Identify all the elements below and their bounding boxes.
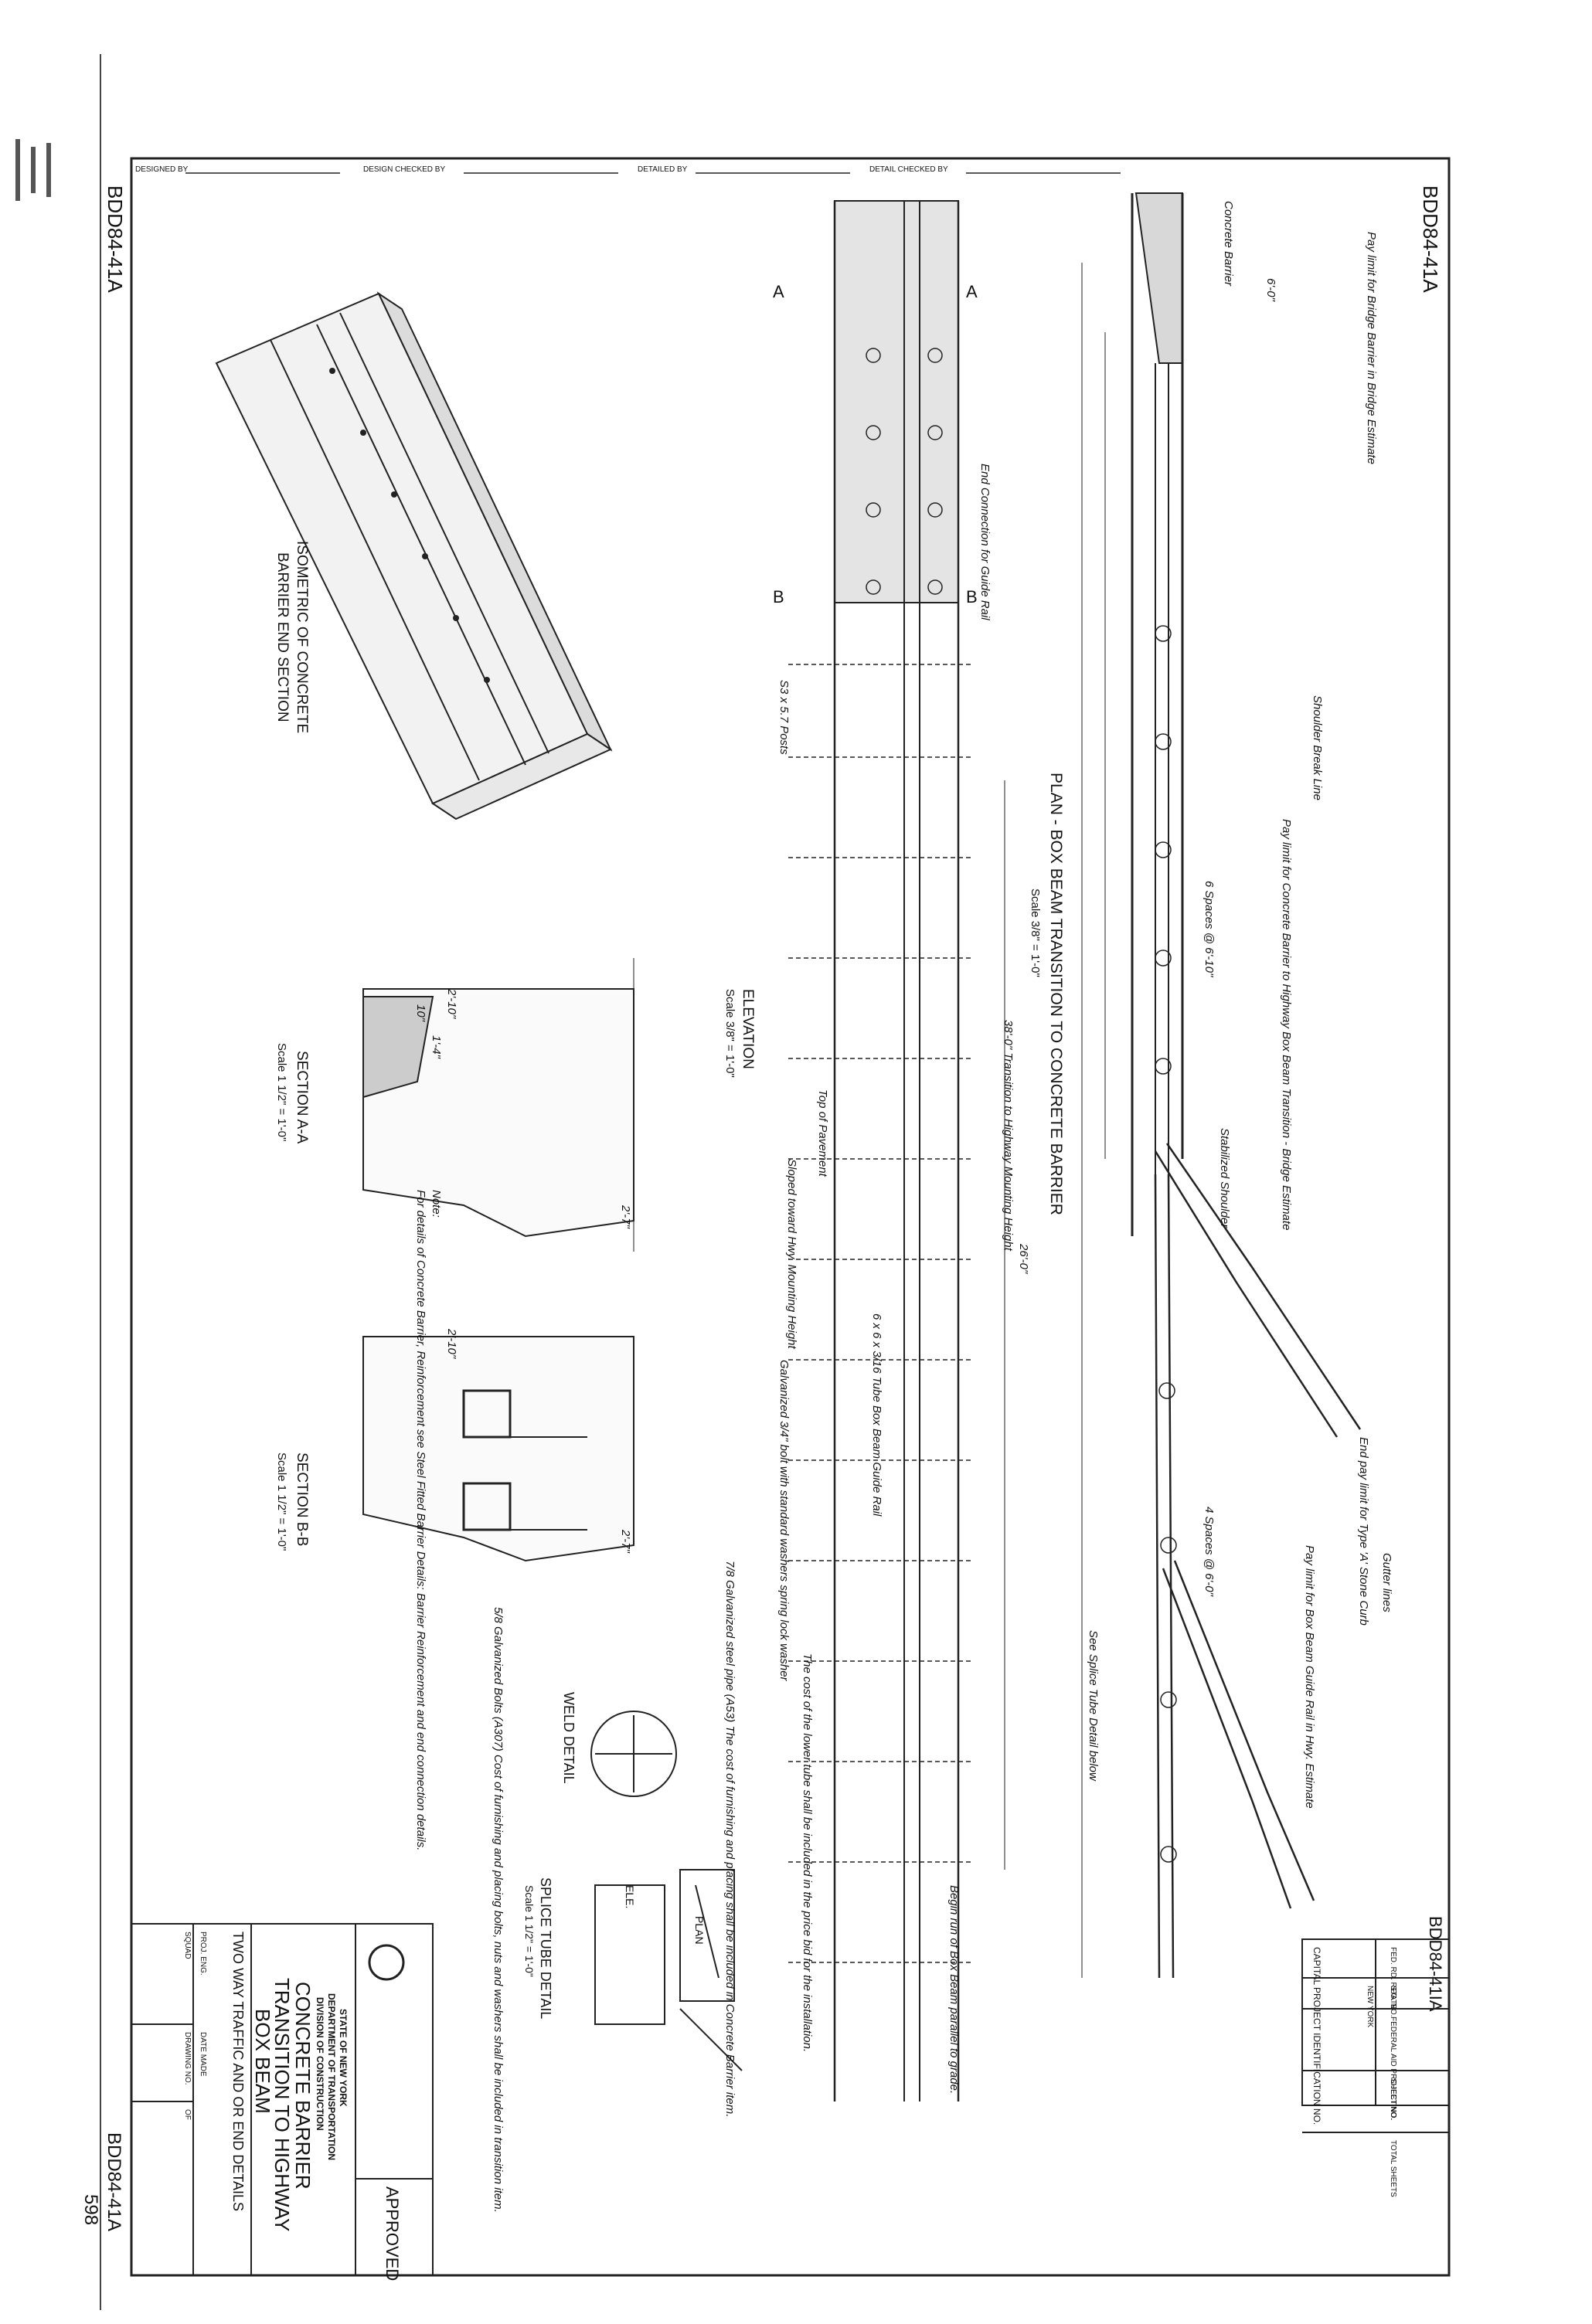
label-spaces-4: 4 Spaces @ 6'-0" — [1203, 1507, 1216, 1597]
project-federal-aid: FEDERAL AID PROJECT NO. — [1389, 2017, 1397, 2120]
state-line-2: DEPARTMENT OF TRANSPORTATION — [326, 1993, 337, 2160]
label-gutter-lines: Gutter lines — [1380, 1553, 1393, 1612]
section-bb-scale: Scale 1 1/2" = 1'-0" — [275, 1452, 288, 1551]
dim-2-7-bb: 2'-7" — [619, 1529, 632, 1554]
label-end-connection: End Connection for Guide Rail — [978, 464, 992, 620]
svg-text:A: A — [773, 282, 784, 301]
section-aa-drawing — [362, 958, 634, 1252]
approved-stamp: APPROVED — [383, 2186, 402, 2281]
label-pay-limit-concrete: Pay limit for Concrete Barrier to Highwa… — [1280, 819, 1293, 1230]
state-line-3: DIVISION OF CONSTRUCTION — [315, 1997, 325, 2131]
drawing-number-top-right: BDD84-41A — [1419, 185, 1442, 293]
drawing-no-label: DRAWING NO. — [183, 2032, 192, 2085]
drawing-number-variant: BDD84-41IA — [1426, 1916, 1445, 2012]
plan-scale: Scale 3/8" = 1'-0" — [1029, 888, 1042, 977]
title-subtitle: TWO WAY TRAFFIC AND OR END DETAILS — [230, 1932, 246, 2211]
plan-view — [1081, 192, 1362, 1979]
elevation-title: ELEVATION — [740, 989, 756, 1069]
of-label: OF — [183, 2109, 192, 2120]
detailed-by-label: DETAILED BY — [638, 165, 688, 174]
label-see-splice-tube: See Splice Tube Detail below — [1087, 1630, 1100, 1782]
header-fields: DESIGNED BY DESIGN CHECKED BY DETAILED B… — [135, 165, 1121, 174]
detail-checked-by-label: DETAIL CHECKED BY — [869, 165, 948, 174]
dim-2-7-aa: 2'-7" — [619, 1204, 632, 1229]
splice-plan-label: PLAN — [693, 1916, 706, 1945]
label-transition: 38'-0" Transition to Highway Mounting He… — [1002, 1020, 1015, 1252]
squad-label: SQUAD — [183, 1932, 192, 1959]
section-aa-scale: Scale 1 1/2" = 1'-0" — [275, 1043, 288, 1141]
splice-elev-label: ELE. — [624, 1885, 636, 1908]
isometric-title-line1: ISOMETRIC OF CONCRETE — [294, 541, 310, 733]
scan-marks — [15, 139, 51, 201]
label-guide-rail-6x6: 6 x 6 x 3/16 Tube Box Beam Guide Rail — [870, 1313, 883, 1517]
label-galv-bolts: 5/8 Galvanized Bolts (A307) Cost of furn… — [492, 1607, 505, 2213]
splice-tube-drawing — [594, 1869, 743, 2071]
label-pay-limit-box: Pay limit for Box Beam Guide Rail in Hwy… — [1303, 1545, 1316, 1809]
date-made-label: DATE MADE — [199, 2032, 207, 2077]
label-top-pavement: Top of Pavement — [816, 1089, 829, 1177]
label-end-pay-limit: End pay limit for Type 'A' Stone Curb — [1357, 1437, 1370, 1626]
svg-text:A: A — [966, 282, 978, 301]
plan-title: PLAN - BOX BEAM TRANSITION TO CONCRETE B… — [1047, 773, 1065, 1215]
splice-tube-scale: Scale 1 1/2" = 1'-0" — [523, 1885, 536, 1977]
section-aa-title: SECTION A-A — [294, 1051, 310, 1144]
label-begin-run: Begin run of Box Beam parallel to grade. — [947, 1885, 961, 2094]
label-spaces-6: 6 Spaces @ 6'-10" — [1203, 881, 1216, 977]
label-sloped-toward: Sloped toward Hwy. Mounting Height — [785, 1159, 798, 1350]
proj-eng-label: PROJ. ENG. — [199, 1932, 207, 1976]
svg-text:B: B — [966, 587, 978, 606]
label-the-cost: The cost of the lower tube shall be incl… — [801, 1653, 814, 2052]
state-line-1: STATE OF NEW YORK — [338, 2009, 349, 2107]
dim-6-0: 6'-0" — [1264, 278, 1277, 302]
section-bb-drawing — [362, 1336, 634, 1562]
label-stabilized-shoulder: Stabilized Shoulder — [1218, 1128, 1231, 1228]
elevation-view: A B A B — [773, 200, 1005, 2101]
elevation-scale: Scale 3/8" = 1'-0" — [723, 989, 736, 1078]
designed-by-label: DESIGNED BY — [135, 165, 189, 174]
label-shoulder-break: Shoulder Break Line — [1311, 695, 1324, 800]
splice-tube-title: SPLICE TUBE DETAIL — [538, 1877, 553, 2019]
dim-10: 10" — [414, 1004, 427, 1022]
label-pay-limit-bridge: Pay limit for Bridge Barrier in Bridge E… — [1365, 232, 1378, 464]
isometric-barrier-drawing — [215, 291, 613, 821]
drawing-number-bottom: BDD84-41A — [104, 2132, 124, 2231]
weld-detail-title: WELD DETAIL — [561, 1692, 577, 1784]
dim-26-0: 26'-0" — [1017, 1243, 1030, 1274]
title-line-1: CONCRETE BARRIER — [291, 1982, 315, 2190]
project-total-sheets: TOTAL SHEETS — [1389, 2140, 1397, 2197]
weld-detail-drawing — [590, 1711, 677, 1797]
label-s3-posts: S3 x 5.7 Posts — [777, 680, 791, 755]
project-capital-id: CAPITAL PROJECT IDENTIFICATION NO. — [1311, 1947, 1322, 2125]
dim-1-4: 1'-4" — [430, 1035, 443, 1059]
title-block — [131, 1923, 434, 2276]
label-galv-steel: 7/8 Galvanized steel pipe (A53) The cost… — [723, 1561, 736, 2117]
project-fed-rd: FED. RD. REG. NO. — [1389, 1947, 1397, 2017]
project-state: STATE — [1389, 1986, 1397, 2010]
sheet-border — [130, 157, 1451, 2277]
project-block — [1301, 1938, 1450, 2133]
svg-text:B: B — [773, 587, 784, 606]
project-state-value: NEW YORK — [1366, 1986, 1374, 2028]
label-concrete-barrier: Concrete Barrier — [1222, 201, 1235, 287]
dim-2-10-aa: 2'-10" — [445, 988, 458, 1019]
page-number: 598 — [80, 2194, 101, 2225]
title-line-3: BOX BEAM — [251, 2009, 274, 2114]
isometric-title-line2: BARRIER END SECTION — [274, 552, 291, 722]
dim-2-10-bb: 2'-10" — [445, 1328, 458, 1359]
label-spring-lock: Galvanized 3/4" bolt with standard washe… — [777, 1360, 791, 1682]
drawing-number-left: BDD84-41A — [104, 185, 127, 293]
title-line-2: TRANSITION TO HIGHWAY — [270, 1978, 294, 2231]
project-sheet-no: SHEET NO. — [1389, 2078, 1397, 2120]
section-bb-title: SECTION B-B — [294, 1452, 310, 1546]
design-checked-by-label: DESIGN CHECKED BY — [363, 165, 445, 174]
label-note-heading: Note: — [430, 1190, 443, 1218]
label-note-body: For details of Concrete Barrier, Reinfor… — [414, 1190, 427, 1850]
